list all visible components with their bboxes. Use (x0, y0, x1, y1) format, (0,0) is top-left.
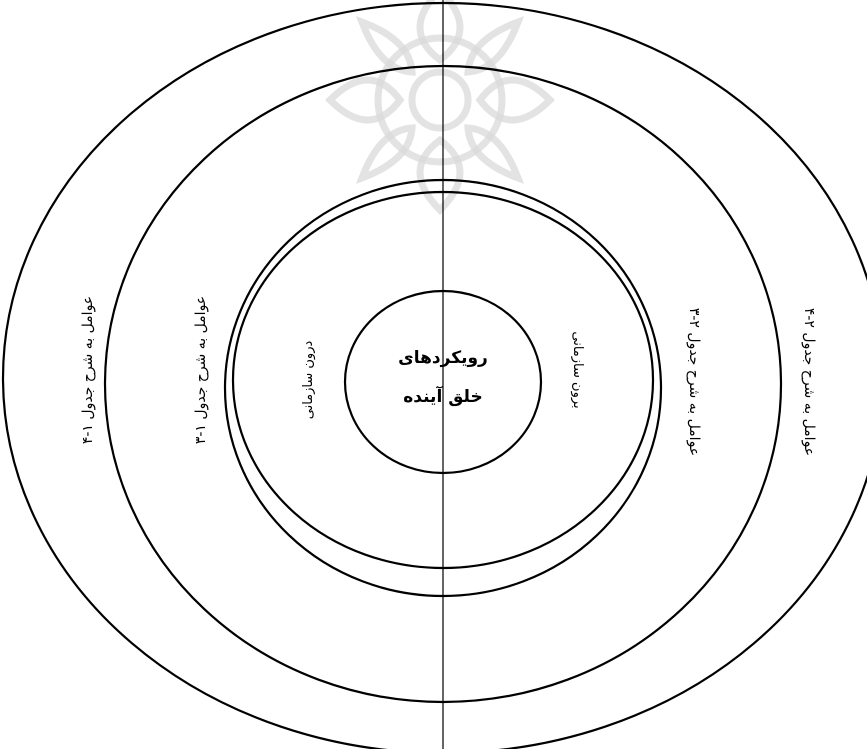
outer-left-label: عوامل به شرح جدول ۱-۴ (80, 296, 96, 444)
center-title-line1: رویکردهای (398, 348, 488, 368)
middle-right-label: عوامل به شرح جدول ۲-۳ (686, 308, 702, 456)
inner-right-label: برون سازمانی (570, 331, 585, 408)
middle-left-label: عوامل به شرح جدول ۱-۳ (193, 296, 209, 444)
outer-right-label: عوامل به شرح جدول ۲-۴ (801, 308, 817, 456)
outer-ring (3, 3, 867, 749)
watermark-ornament (330, 0, 550, 210)
inner-left-label: درون سازمانی (301, 341, 316, 420)
center-title-line2: خلق آینده (403, 385, 482, 407)
